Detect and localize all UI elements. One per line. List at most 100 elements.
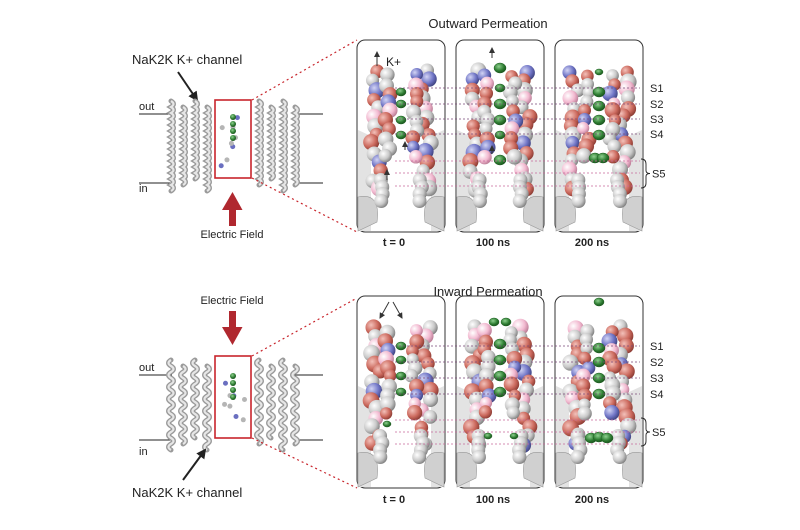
electric-field-label: Electric Field (201, 295, 264, 307)
selection-box (214, 99, 252, 179)
site-label: S3 (650, 114, 663, 126)
ion-density (592, 114, 606, 126)
atom (506, 406, 520, 420)
ion-density (593, 297, 605, 307)
channel-arrow (177, 71, 199, 102)
site-label: S2 (650, 99, 663, 111)
protein-cartoon (166, 357, 300, 453)
ion (230, 373, 236, 379)
electric-field-arrow (222, 192, 243, 226)
time-label-100ns: 100 ns (476, 494, 510, 506)
ion (230, 394, 236, 400)
out-label: out (139, 101, 154, 113)
atom (479, 122, 493, 135)
inward-panel: Inward Permeation Electric Field out in … (132, 284, 665, 506)
atom (577, 121, 590, 135)
atom (606, 358, 622, 374)
site-label: S1 (650, 83, 663, 95)
atom (363, 134, 380, 151)
helix-highlight (280, 100, 287, 192)
atom (472, 194, 487, 208)
site-label: S2 (650, 357, 663, 369)
atom (410, 324, 423, 337)
atom (423, 409, 438, 424)
time-label-200ns: 200 ns (575, 494, 609, 506)
residue (240, 417, 246, 423)
zoom-line-bottom (251, 437, 358, 489)
ion (230, 114, 236, 120)
atom (578, 103, 592, 117)
site-label: S4 (650, 389, 663, 401)
atom (577, 406, 592, 421)
ion-density (592, 129, 606, 141)
atom (471, 450, 486, 464)
atom (410, 94, 424, 108)
helix-bottom-right (424, 451, 445, 488)
atom (478, 405, 493, 419)
helix-highlight (192, 100, 199, 180)
residue (219, 125, 225, 131)
ion-density (395, 371, 407, 381)
helix-highlight (291, 365, 299, 445)
ion-density (493, 154, 507, 166)
ion-density (493, 338, 507, 350)
atom (604, 405, 620, 421)
in-label: in (139, 446, 148, 458)
ion-density (493, 386, 507, 398)
residue (227, 403, 233, 409)
ion (230, 380, 236, 386)
atom (378, 148, 392, 163)
zoom-line-top (251, 39, 358, 101)
ion-density (509, 432, 519, 440)
helix-highlight (256, 100, 263, 186)
atom (421, 356, 435, 371)
site-label: S1 (650, 341, 663, 353)
ion (230, 387, 236, 393)
atom (406, 405, 423, 421)
helix-highlight (267, 365, 275, 439)
atom (380, 67, 395, 82)
atom (383, 369, 397, 382)
ion-density (483, 432, 493, 440)
atom (570, 450, 585, 464)
atom (620, 90, 636, 105)
time-label-t0: t = 0 (383, 237, 405, 249)
outward-zoom-200ns (554, 39, 644, 233)
atom (373, 450, 388, 464)
residue (233, 413, 239, 419)
atom (412, 450, 427, 464)
helix-highlight (180, 106, 187, 186)
ion-density (594, 68, 604, 76)
atom (606, 150, 620, 164)
ion-density (493, 354, 507, 366)
atom (503, 376, 520, 393)
s5-brace (640, 417, 651, 447)
ion-density (395, 130, 407, 140)
site-label: S5 (652, 427, 665, 439)
atom (512, 450, 527, 464)
atom (579, 332, 594, 347)
atom (477, 150, 492, 165)
atom (465, 72, 480, 86)
atom (421, 71, 437, 87)
zoom-line-bottom (251, 177, 358, 233)
helix-highlight (167, 359, 175, 451)
ion-density (395, 387, 407, 397)
atom (409, 150, 423, 164)
atom (612, 194, 627, 208)
atom (512, 194, 527, 208)
outward-zoom-100ns (455, 39, 545, 233)
ion-density (600, 432, 614, 444)
helix-bottom-right (424, 195, 445, 232)
residue (234, 115, 240, 121)
atom (565, 135, 580, 150)
ion-density (592, 100, 606, 112)
atom (607, 139, 622, 154)
ion-entry-arrow-right (392, 301, 403, 319)
ion (230, 121, 236, 127)
electric-field-label: Electric Field (201, 229, 264, 241)
atom (480, 76, 494, 91)
ion-density (500, 317, 512, 327)
time-label-200ns: 200 ns (575, 237, 609, 249)
